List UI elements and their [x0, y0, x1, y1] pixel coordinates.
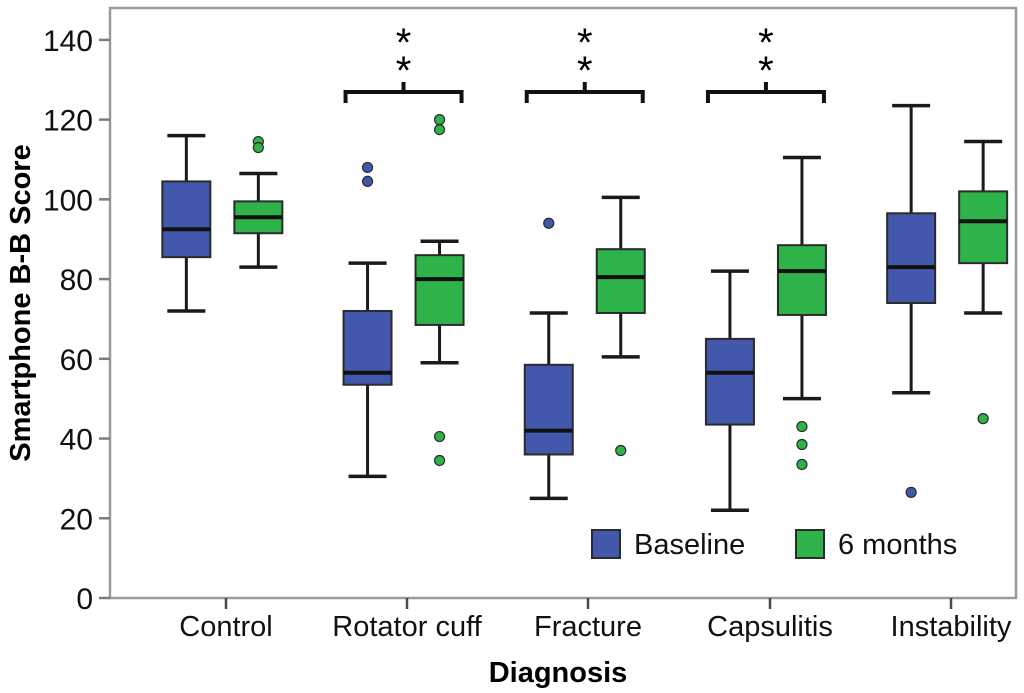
significance-asterisk: *: [758, 49, 774, 93]
significance-bracket-fracture: **: [524, 21, 645, 103]
x-tick-label-control: Control: [179, 611, 273, 643]
outlier-point: [361, 161, 374, 174]
boxplot-baseline-control: [161, 133, 212, 313]
legend-swatch: [795, 529, 825, 559]
boxplot-6-months-instability: [958, 139, 1009, 425]
significance-bracket-capsulitis: **: [705, 21, 826, 103]
x-tick-label-instability: Instability: [891, 611, 1012, 643]
outlier-point: [433, 123, 446, 136]
significance-asterisk: *: [758, 21, 774, 65]
outlier-point: [433, 454, 446, 467]
y-tick-label: 100: [43, 184, 93, 217]
y-tick-label: 80: [60, 264, 93, 297]
x-tick-label-capsulitis: Capsulitis: [707, 611, 833, 643]
box: [595, 248, 646, 314]
outlier-point: [796, 458, 808, 471]
x-tick-label-rotator-cuff: Rotator cuff: [332, 611, 482, 643]
box: [523, 363, 574, 456]
significance-asterisk: *: [577, 21, 593, 65]
boxplot-6-months-control: [233, 135, 284, 269]
significance-asterisk: *: [396, 49, 412, 93]
legend-item-baseline[interactable]: Baseline: [591, 529, 745, 561]
bracket-line: [343, 90, 464, 103]
y-tick-label: 120: [43, 105, 93, 138]
boxplot-baseline-rotator-cuff: [342, 161, 393, 479]
box: [161, 180, 212, 259]
legend-label: 6 months: [838, 529, 957, 561]
box: [414, 254, 465, 326]
box: [776, 244, 827, 316]
legend-item-6-months[interactable]: 6 months: [795, 529, 957, 561]
boxplot-6-months-rotator-cuff: [414, 114, 465, 467]
outlier-point: [433, 114, 446, 126]
boxplot-6-months-fracture: [595, 195, 646, 457]
y-tick-label: 40: [60, 424, 93, 457]
bracket-line: [705, 90, 826, 103]
boxplot-baseline-instability: [886, 103, 937, 498]
y-tick-label: 60: [60, 344, 93, 377]
outlier-point: [252, 141, 264, 154]
bracket-line: [524, 90, 645, 103]
outlier-point: [796, 420, 808, 433]
box: [704, 337, 755, 426]
boxplot-baseline-capsulitis: [704, 269, 755, 513]
outlier-point: [796, 438, 808, 451]
x-tick-label-fracture: Fracture: [534, 611, 642, 643]
y-tick-label: 20: [60, 503, 93, 536]
boxplot-baseline-fracture: [523, 217, 574, 501]
y-axis-title: Smartphone B-B Score: [5, 144, 37, 461]
boxplot-6-months-capsulitis: [776, 155, 827, 471]
x-axis-title: Diagnosis: [489, 657, 628, 689]
outlier-point: [977, 413, 989, 425]
legend-label: Baseline: [634, 529, 745, 561]
legend-swatch: [591, 529, 621, 559]
outlier-point: [615, 444, 627, 457]
outlier-point: [543, 217, 555, 229]
outlier-point: [361, 175, 374, 188]
outlier-point: [905, 486, 917, 498]
box: [886, 212, 937, 304]
y-tick-label: 140: [43, 25, 93, 58]
significance-asterisk: *: [577, 49, 593, 93]
outlier-point: [433, 430, 446, 443]
box: [958, 190, 1009, 265]
significance-bracket-rotator-cuff: **: [343, 21, 464, 103]
plot-frame: [108, 6, 1018, 600]
y-tick-label: 0: [76, 583, 93, 616]
significance-asterisk: *: [396, 21, 412, 65]
